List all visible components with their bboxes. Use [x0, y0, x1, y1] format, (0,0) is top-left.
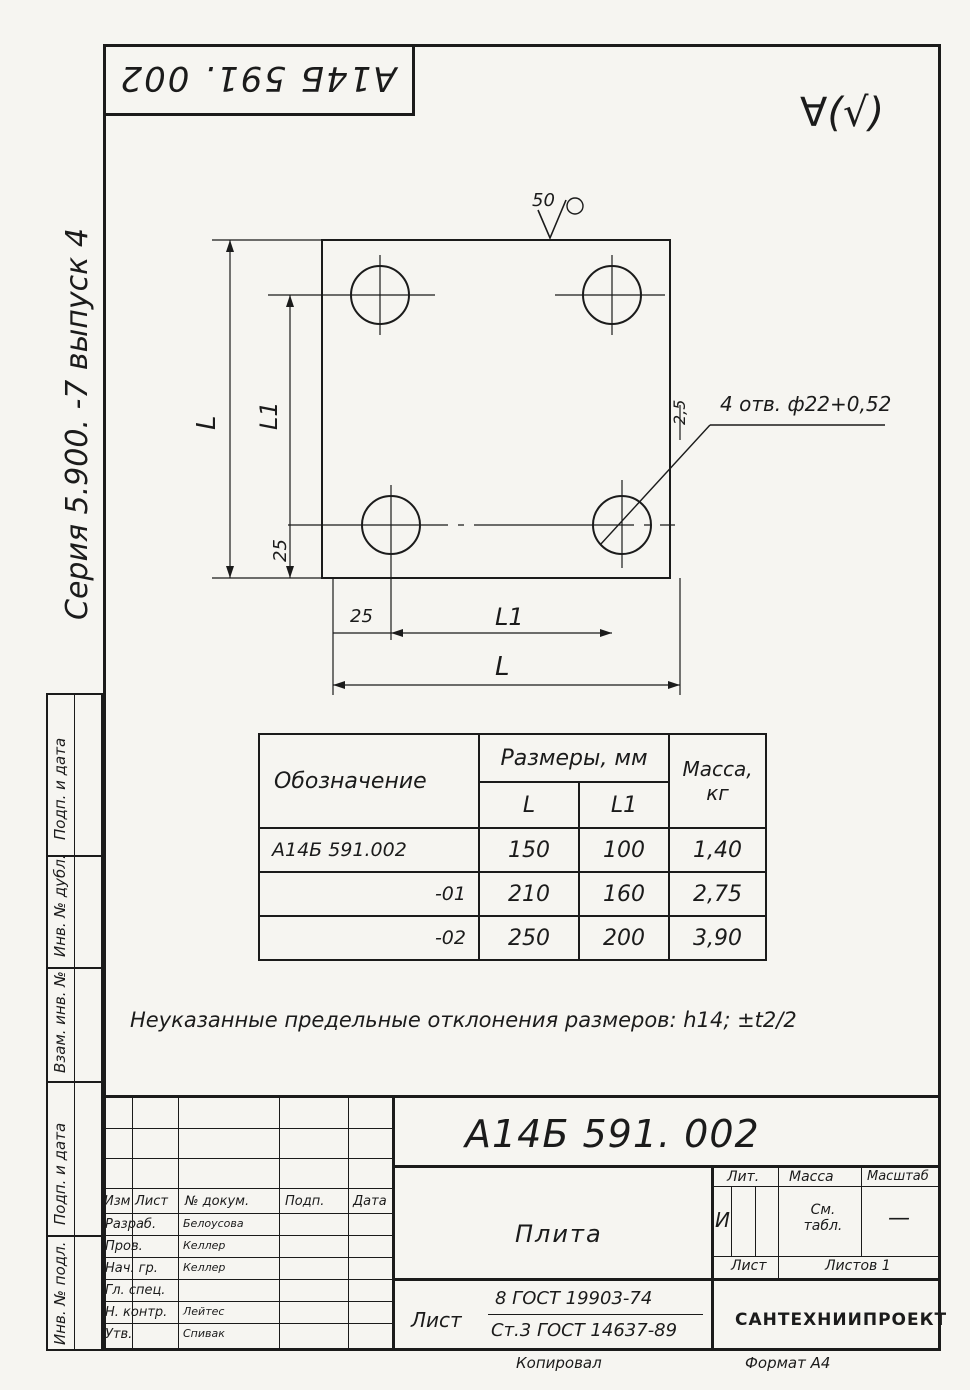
- header-designation: Обозначение: [258, 733, 480, 829]
- col-header-izm: Изм: [104, 1194, 131, 1209]
- row-designation: -01: [258, 871, 480, 917]
- row-L: 210: [478, 871, 580, 917]
- material-top: 8 ГОСТ 19903-74: [495, 1288, 653, 1309]
- col-header-sign: Подп.: [285, 1194, 325, 1209]
- plate-outline: [321, 239, 671, 579]
- col-header-date: Дата: [353, 1194, 387, 1209]
- scale-header: Масштаб: [867, 1169, 929, 1184]
- sheets-label: Листов 1: [825, 1258, 891, 1274]
- holes-note: 4 отв. ф22+0,52: [720, 392, 892, 416]
- table-row: -02 250 200 3,90: [258, 915, 767, 961]
- drawing-frame: [103, 44, 941, 1351]
- role-name: Келлер: [183, 1261, 226, 1274]
- part-name: Плита: [515, 1220, 603, 1248]
- role-label: Гл. спец.: [105, 1283, 166, 1298]
- header-L1: L1: [578, 781, 670, 829]
- title-block: Изм Лист № докум. Подп. Дата Разраб. Бел…: [103, 1095, 946, 1351]
- role-label: Утв.: [105, 1327, 133, 1342]
- roughness-value: 50: [532, 190, 555, 211]
- row-L: 150: [478, 827, 580, 873]
- dim-25-bottom: 25: [350, 606, 373, 627]
- table-row: A14Б 591.002 150 100 1,40: [258, 827, 767, 873]
- role-label: Нач. гр.: [105, 1261, 158, 1276]
- dim-L-left: L: [192, 415, 222, 431]
- role-label: Пров.: [105, 1239, 143, 1254]
- row-designation: A14Б 591.002: [258, 827, 480, 873]
- header-mass: Масса, кг: [668, 733, 767, 829]
- mass-header: Масса: [789, 1169, 834, 1185]
- col-header-list: Лист: [135, 1194, 168, 1209]
- header-dimensions: Размеры, мм: [478, 733, 670, 783]
- role-name: Спивак: [183, 1327, 225, 1340]
- role-label: Разраб.: [105, 1217, 157, 1232]
- dim-L1-bottom: L1: [495, 603, 524, 631]
- material-prefix: Лист: [411, 1308, 462, 1332]
- row-mass: 2,75: [668, 871, 767, 917]
- row-L1: 160: [578, 871, 670, 917]
- dim-L1-left: L1: [255, 401, 283, 430]
- row-L1: 100: [578, 827, 670, 873]
- dim-25-left: 25: [270, 539, 291, 562]
- tolerance-note: Неуказанные предельные отклонения размер…: [130, 1008, 797, 1032]
- role-name: Лейтес: [183, 1305, 225, 1318]
- role-label: Н. контр.: [105, 1305, 168, 1320]
- title-designation: A14Б 591. 002: [465, 1112, 760, 1156]
- row-L1: 200: [578, 915, 670, 961]
- sheet-label: Лист: [731, 1258, 767, 1274]
- organization: САНТЕХНИИПРОЕКТ: [735, 1310, 948, 1330]
- roughness-mark: ∀(√): [800, 90, 885, 136]
- copied-label: Копировал: [516, 1354, 602, 1372]
- row-mass: 1,40: [668, 827, 767, 873]
- col-header-doc: № докум.: [185, 1194, 250, 1209]
- row-L: 250: [478, 915, 580, 961]
- row-mass: 3,90: [668, 915, 767, 961]
- lit-header: Лит.: [727, 1169, 760, 1185]
- row-designation: -02: [258, 915, 480, 961]
- header-L: L: [478, 781, 580, 829]
- role-name: Келлер: [183, 1239, 226, 1252]
- material-bottom: Ст.3 ГОСТ 14637-89: [491, 1320, 678, 1341]
- sizes-table: Обозначение Размеры, мм Масса, кг L L1 A…: [258, 733, 767, 961]
- top-designation-stamp: A14Б 591. 002: [103, 44, 415, 116]
- side-stamp-strip: Подп. и дата Инв. № дубл. Взам. инв. № П…: [46, 693, 103, 1351]
- lit-value: И: [715, 1208, 730, 1232]
- scale-value: —: [888, 1206, 910, 1231]
- role-name: Белоусова: [183, 1217, 244, 1230]
- dim-2-5: 2,5: [670, 399, 689, 425]
- table-row: -01 210 160 2,75: [258, 871, 767, 917]
- mass-value: См. табл.: [803, 1202, 843, 1234]
- dim-L-bottom: L: [495, 652, 510, 682]
- format-label: Формат А4: [745, 1354, 831, 1372]
